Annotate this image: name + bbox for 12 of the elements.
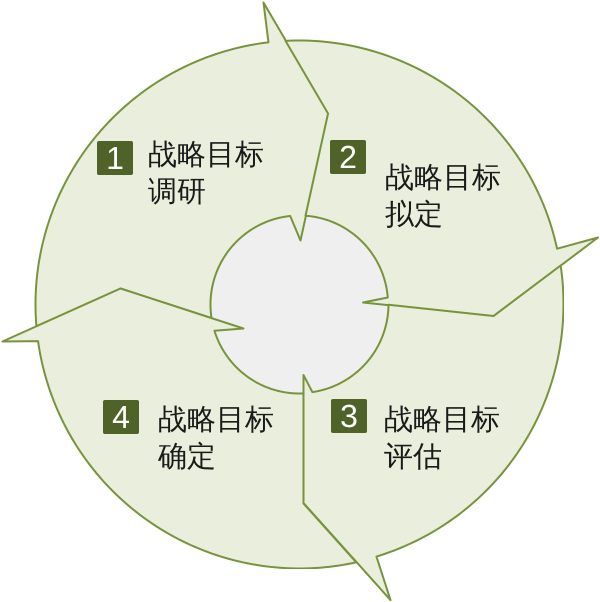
segment-label: 战略目标调研: [148, 136, 265, 210]
arrow-segment: [34, 0, 330, 328]
number-badge: 1: [96, 141, 133, 175]
number-badge: 2: [330, 140, 366, 174]
segment-label: 战略目标拟定: [384, 158, 502, 233]
segment-label: 战略目标评估: [384, 400, 501, 475]
segment-label: 战略目标确定: [158, 401, 275, 475]
arrow-segment: [284, 38, 600, 318]
arrow-segment: [0, 286, 358, 570]
number-badge: 4: [103, 400, 139, 434]
number-badge: 3: [331, 398, 367, 433]
arrow-segment: [302, 264, 564, 602]
